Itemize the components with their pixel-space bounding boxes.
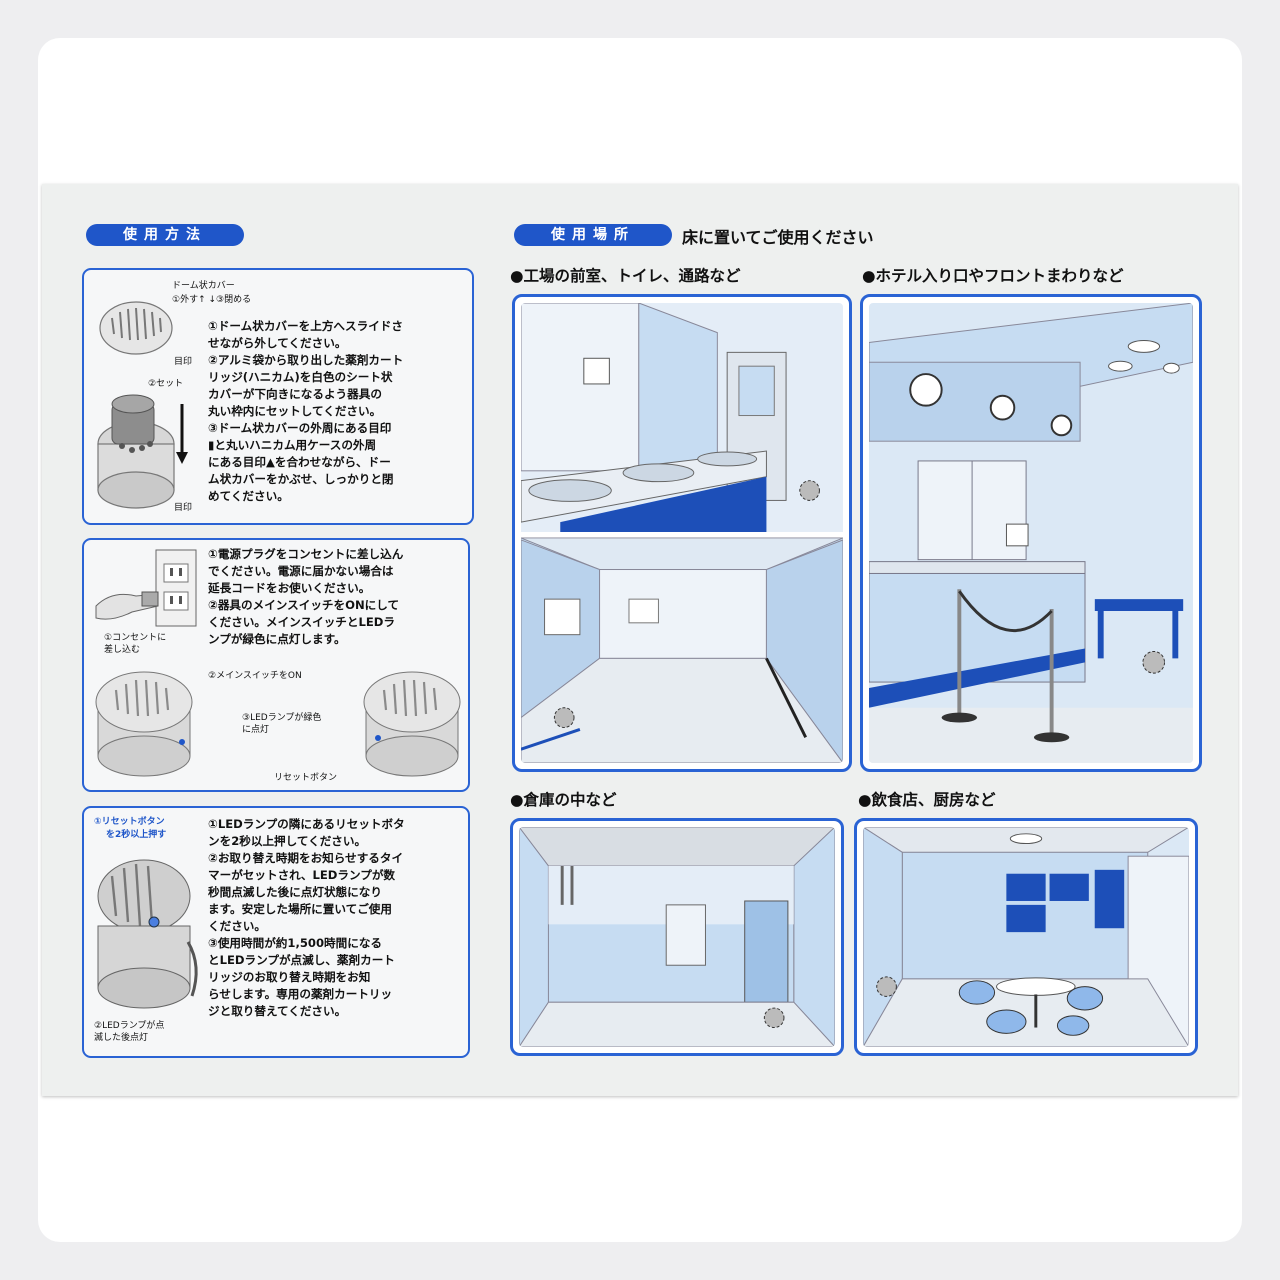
step3-line: ジと取り替えてください。 [208, 1004, 347, 1018]
step3-line: 秒間点滅した後に点灯状態になり [208, 885, 382, 899]
step3-line: らせします。専用の薬剤カートリッ [208, 987, 393, 1001]
scene-title-factory: ●工場の前室、トイレ、通路など [510, 267, 741, 285]
scene-illustration [519, 827, 835, 1047]
fig-label-reset-sub: を2秒以上押す [106, 830, 167, 840]
step3-line: ③使用時間が約1,500時間になる [208, 936, 383, 950]
step3-text: ①LEDランプの隣にあるリセットボタ ンを2秒以上押してください。 ②お取り替え… [208, 816, 468, 1020]
step3-line: ンを2秒以上押してください。 [208, 834, 367, 848]
step2-text: ①電源プラグをコンセントに差し込ん でください。電源に届かない場合は 延長コード… [208, 546, 468, 648]
step1-line: ②アルミ袋から取り出した薬剤カート [208, 353, 404, 367]
step3-line: ②お取り替え時期をお知らせするタイ [208, 851, 404, 865]
step1-line: ①ドーム状カバーを上方へスライドさ [208, 319, 403, 333]
step3-line: とLEDランプが点滅し、薬剤カート [208, 953, 395, 967]
step1-text: ①ドーム状カバーを上方へスライドさ せながら外してください。 ②アルミ袋から取り… [208, 318, 470, 505]
step1-line: にある目印▲を合わせながら、ドー [208, 455, 391, 469]
scene-restaurant [854, 818, 1198, 1056]
scene-factory-toilet-corridor [512, 294, 852, 772]
step1-line: 丸い枠内にセットしてください。 [208, 404, 382, 418]
fig-label-open-close: ①外す↑ ↓③閉める [172, 295, 252, 305]
step1-panel: ドーム状カバー ①外す↑ ↓③閉める 目印 ②セット 目印 ①ドーム状カバーを上… [82, 268, 474, 525]
device-dome-icon [97, 859, 198, 1009]
scene-illustration [521, 303, 843, 763]
device-dome-icon [95, 671, 193, 777]
step3-line: マーがセットされ、LEDランプが数 [208, 868, 396, 882]
fig-label-mark-top: 目印 [174, 357, 193, 367]
fig-label-main-switch: ②メインスイッチをON [208, 671, 302, 681]
step2-line: ①電源プラグをコンセントに差し込ん [208, 547, 404, 561]
scene-illustration [863, 827, 1189, 1047]
wall-outlet-icon [95, 549, 197, 627]
step2-line: でください。電源に届かない場合は [208, 564, 394, 578]
step3-panel: ①リセットボタン を2秒以上押す ②LEDランプが点 滅した後点灯 ①LEDラン… [82, 806, 470, 1058]
scene-title-restaurant: ●飲食店、厨房など [858, 791, 996, 809]
fig-label-dome: ドーム状カバー [172, 281, 235, 291]
step3-line: ます。安定した場所に置いてご使用 [208, 902, 392, 916]
device-dome-icon [97, 301, 188, 509]
step2-line: ②器具のメインスイッチをONにして [208, 598, 400, 612]
step2-line: ンプが緑色に点灯します。 [208, 632, 346, 646]
scene-title-hotel: ●ホテル入り口やフロントまわりなど [862, 267, 1124, 285]
fig-label-set: ②セット [148, 379, 184, 389]
step1-line: ム状カバーをかぶせ、しっかりと閉 [208, 472, 394, 486]
fig-label-outlet: ①コンセントに 差し込む [104, 633, 167, 655]
step1-line: せながら外してください。 [208, 336, 347, 350]
floor-use-note: 床に置いてご使用ください [682, 228, 874, 247]
step3-line: ①LEDランプの隣にあるリセットボタ [208, 817, 405, 831]
step2-line: ください。メインスイッチとLEDラ [208, 615, 396, 629]
package-back-panel: 使用方法 ドーム状カバー ①外す↑ ↓③閉める 目印 ②セット 目印 ①ドーム [42, 184, 1238, 1096]
step1-line: リッジ(ハニカム)を白色のシート状 [208, 370, 393, 384]
device-dome-icon [363, 671, 461, 777]
step3-line: ください。 [208, 919, 266, 933]
fig-label-led-green: ③LEDランプが緑色 に点灯 [242, 713, 322, 735]
places-heading: 使用場所 [514, 224, 672, 246]
step1-line: めてください。 [208, 489, 289, 503]
fig-label-reset: ①リセットボタン [94, 817, 165, 827]
fig-label-led-blink: ②LEDランプが点 滅した後点灯 [94, 1021, 165, 1043]
scene-illustration [869, 303, 1193, 763]
step2-line: 延長コードをお使いください。 [208, 581, 371, 595]
usage-heading: 使用方法 [86, 224, 244, 246]
scene-hotel-front [860, 294, 1202, 772]
step1-line: ③ドーム状カバーの外周にある目印 [208, 421, 392, 435]
step3-line: リッジのお取り替え時期をお知 [208, 970, 371, 984]
step1-line: カバーが下向きになるよう器具の [208, 387, 382, 401]
fig-label-mark-bottom: 目印 [174, 503, 193, 513]
fig-label-reset-button: リセットボタン [274, 773, 338, 783]
scene-warehouse [510, 818, 844, 1056]
scene-title-warehouse: ●倉庫の中など [510, 791, 617, 809]
step1-line: ▮と丸いハニカム用ケースの外周 [208, 438, 377, 452]
step2-panel: ①コンセントに 差し込む ②メインスイッチをON ③LEDランプが緑 [82, 538, 470, 792]
